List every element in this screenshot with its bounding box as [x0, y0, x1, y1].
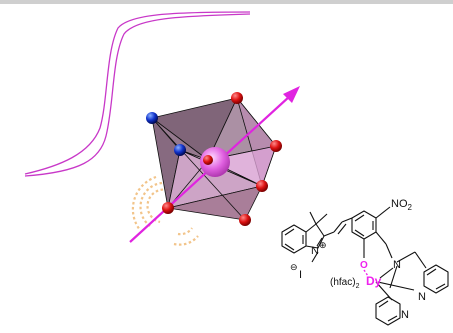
nitro-bond [375, 206, 391, 219]
donor-atoms [146, 92, 282, 226]
vinyl-bond [333, 221, 343, 233]
pyridine-ring-left [375, 296, 401, 326]
relaxation-ring [131, 175, 157, 231]
aromatic-bond [354, 214, 365, 222]
easy-axis-arrowhead [283, 86, 300, 103]
amine-n-label: N [393, 259, 401, 271]
aromatic-bond [387, 315, 398, 322]
n-methyl-bond [311, 251, 319, 263]
relaxation-ring [139, 181, 163, 227]
amine-arm [396, 251, 416, 263]
positive-charge-label: ⊕ [319, 240, 327, 250]
phenoxide-o-label: O [360, 260, 368, 271]
iodide-label: I [299, 269, 302, 281]
amine-arm [389, 265, 398, 289]
dy-n-bond [379, 267, 394, 279]
top-border-strip [0, 0, 453, 4]
aromatic-bond [426, 268, 437, 276]
dy-label: Dy [366, 274, 382, 288]
methyl-bond [309, 211, 317, 225]
methyl-bond [315, 213, 328, 225]
relaxation-ring [177, 227, 193, 236]
hysteresis-branch-upper [24, 11, 251, 175]
aromatic-bond [435, 283, 446, 290]
polyhedron-edge [151, 117, 246, 221]
double-bond [316, 237, 323, 247]
nitrogen-atom [146, 112, 158, 124]
oxygen-atom [239, 214, 251, 226]
vinyl-bond [337, 223, 347, 235]
aromatic-bond [284, 243, 295, 251]
pyridine-n-right-label: N [418, 291, 426, 303]
structure-labels: NO2 N ⊕ I ⊖ (hfac)2 Dy O N N N [290, 198, 426, 321]
dy-o-bond [363, 269, 369, 277]
ch2-bond [375, 231, 387, 245]
indolium-n-label: N [311, 245, 319, 257]
relaxation-ring [173, 235, 199, 246]
polyhedron-face [167, 185, 263, 221]
aromatic-bond [354, 229, 365, 237]
hfac-label: (hfac)2 [330, 277, 360, 290]
dy-ion-sphere [200, 147, 230, 177]
hysteresis-loop [24, 11, 251, 177]
nitro-label: NO2 [391, 198, 413, 212]
oxygen-atom [162, 202, 174, 214]
dy-n-py-bond [375, 281, 393, 301]
amine-arm [414, 251, 427, 269]
oxygen-atom [231, 92, 243, 104]
pyridine-ring-right [423, 264, 449, 294]
hysteresis-branch-lower [24, 13, 251, 177]
chemical-structure [281, 206, 449, 326]
vinyl-bond [341, 217, 353, 223]
ch2-bond [385, 243, 393, 259]
pyridine-n-left-label: N [401, 309, 409, 321]
vinyl-bond [323, 231, 335, 237]
aromatic-bond [378, 300, 389, 308]
oxygen-atom [270, 140, 282, 152]
nitrogen-atom [174, 144, 186, 156]
dy-n-py-bond [377, 281, 415, 291]
aromatic-bond [284, 228, 295, 236]
oxygen-atom [256, 180, 268, 192]
negative-charge-label: ⊖ [290, 262, 298, 272]
oxygen-atom [203, 155, 213, 165]
